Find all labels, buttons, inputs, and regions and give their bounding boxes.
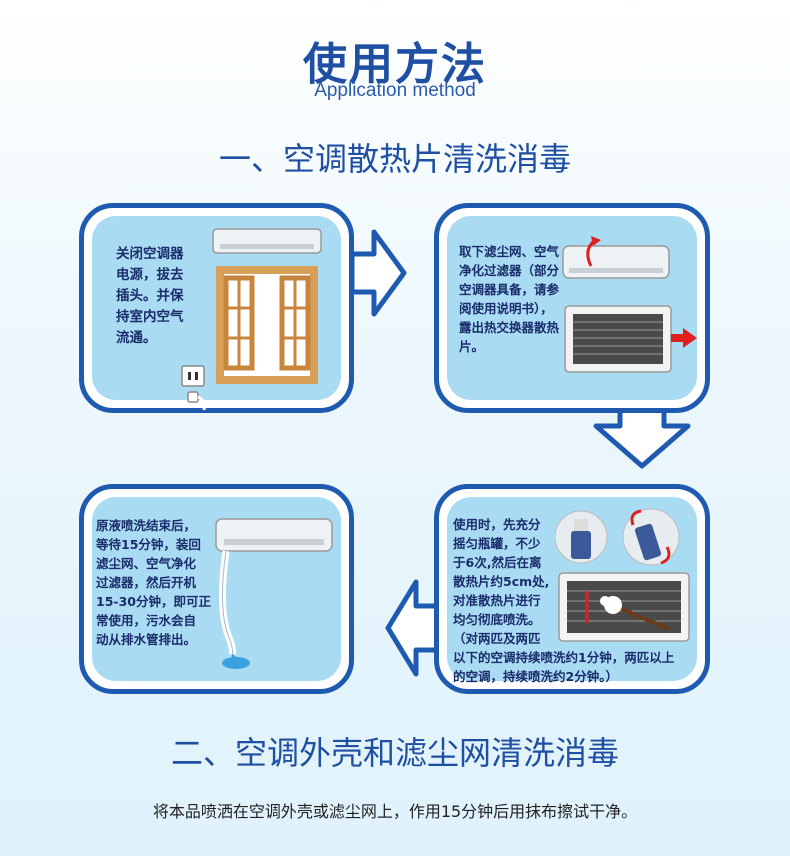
air-conditioner-icon <box>212 228 322 254</box>
step3-card: 使用时，先充分 摇匀瓶罐，不少 于6次,然后在离 散热片约5cm处, 对准散热片… <box>434 484 710 694</box>
arrow-right-icon <box>349 229 407 317</box>
step2-card: 取下滤尘网、空气 净化过滤器（部分 空调器具备，请参 阅使用说明书）， 露出热交… <box>434 203 710 413</box>
air-conditioner-drain-icon <box>215 518 333 669</box>
section2-text: 将本品喷洒在空调外壳或滤尘网上，作用15分钟后用抹布擦试干净。 <box>152 802 638 821</box>
page-subtitle: Application method <box>314 80 476 101</box>
heat-exchanger-spray-icon <box>558 572 690 642</box>
step1-card: 关闭空调器 电源，拔去 插头。并保 持室内空气 流通。 <box>79 203 354 413</box>
section2-title: 二、空调外壳和滤尘网清洗消毒 <box>170 734 619 772</box>
step3-text: 使用时，先充分 摇匀瓶罐，不少 于6次,然后在离 散热片约5cm处, 对准散热片… <box>453 517 675 684</box>
heat-exchanger-icon <box>564 305 697 373</box>
spray-can-icon <box>555 508 680 566</box>
step4-card: 原液喷洗结束后， 等待15分钟，装回 滤尘网、空气净化 过滤器，然后开机 15-… <box>79 484 354 694</box>
step2-text: 取下滤尘网、空气 净化过滤器（部分 空调器具备，请参 阅使用说明书）， 露出热交… <box>459 244 560 354</box>
section1-title: 一、空调散热片清洗消毒 <box>218 140 571 178</box>
air-conditioner-icon <box>562 236 670 279</box>
page-title: 使用方法 <box>303 39 487 90</box>
step1-text: 关闭空调器 电源，拔去 插头。并保 持室内空气 流通。 <box>116 246 184 346</box>
window-icon <box>216 266 318 384</box>
socket-plug-icon <box>181 365 206 410</box>
step4-text: 原液喷洗结束后， 等待15分钟，装回 滤尘网、空气净化 过滤器，然后开机 15-… <box>96 518 211 647</box>
